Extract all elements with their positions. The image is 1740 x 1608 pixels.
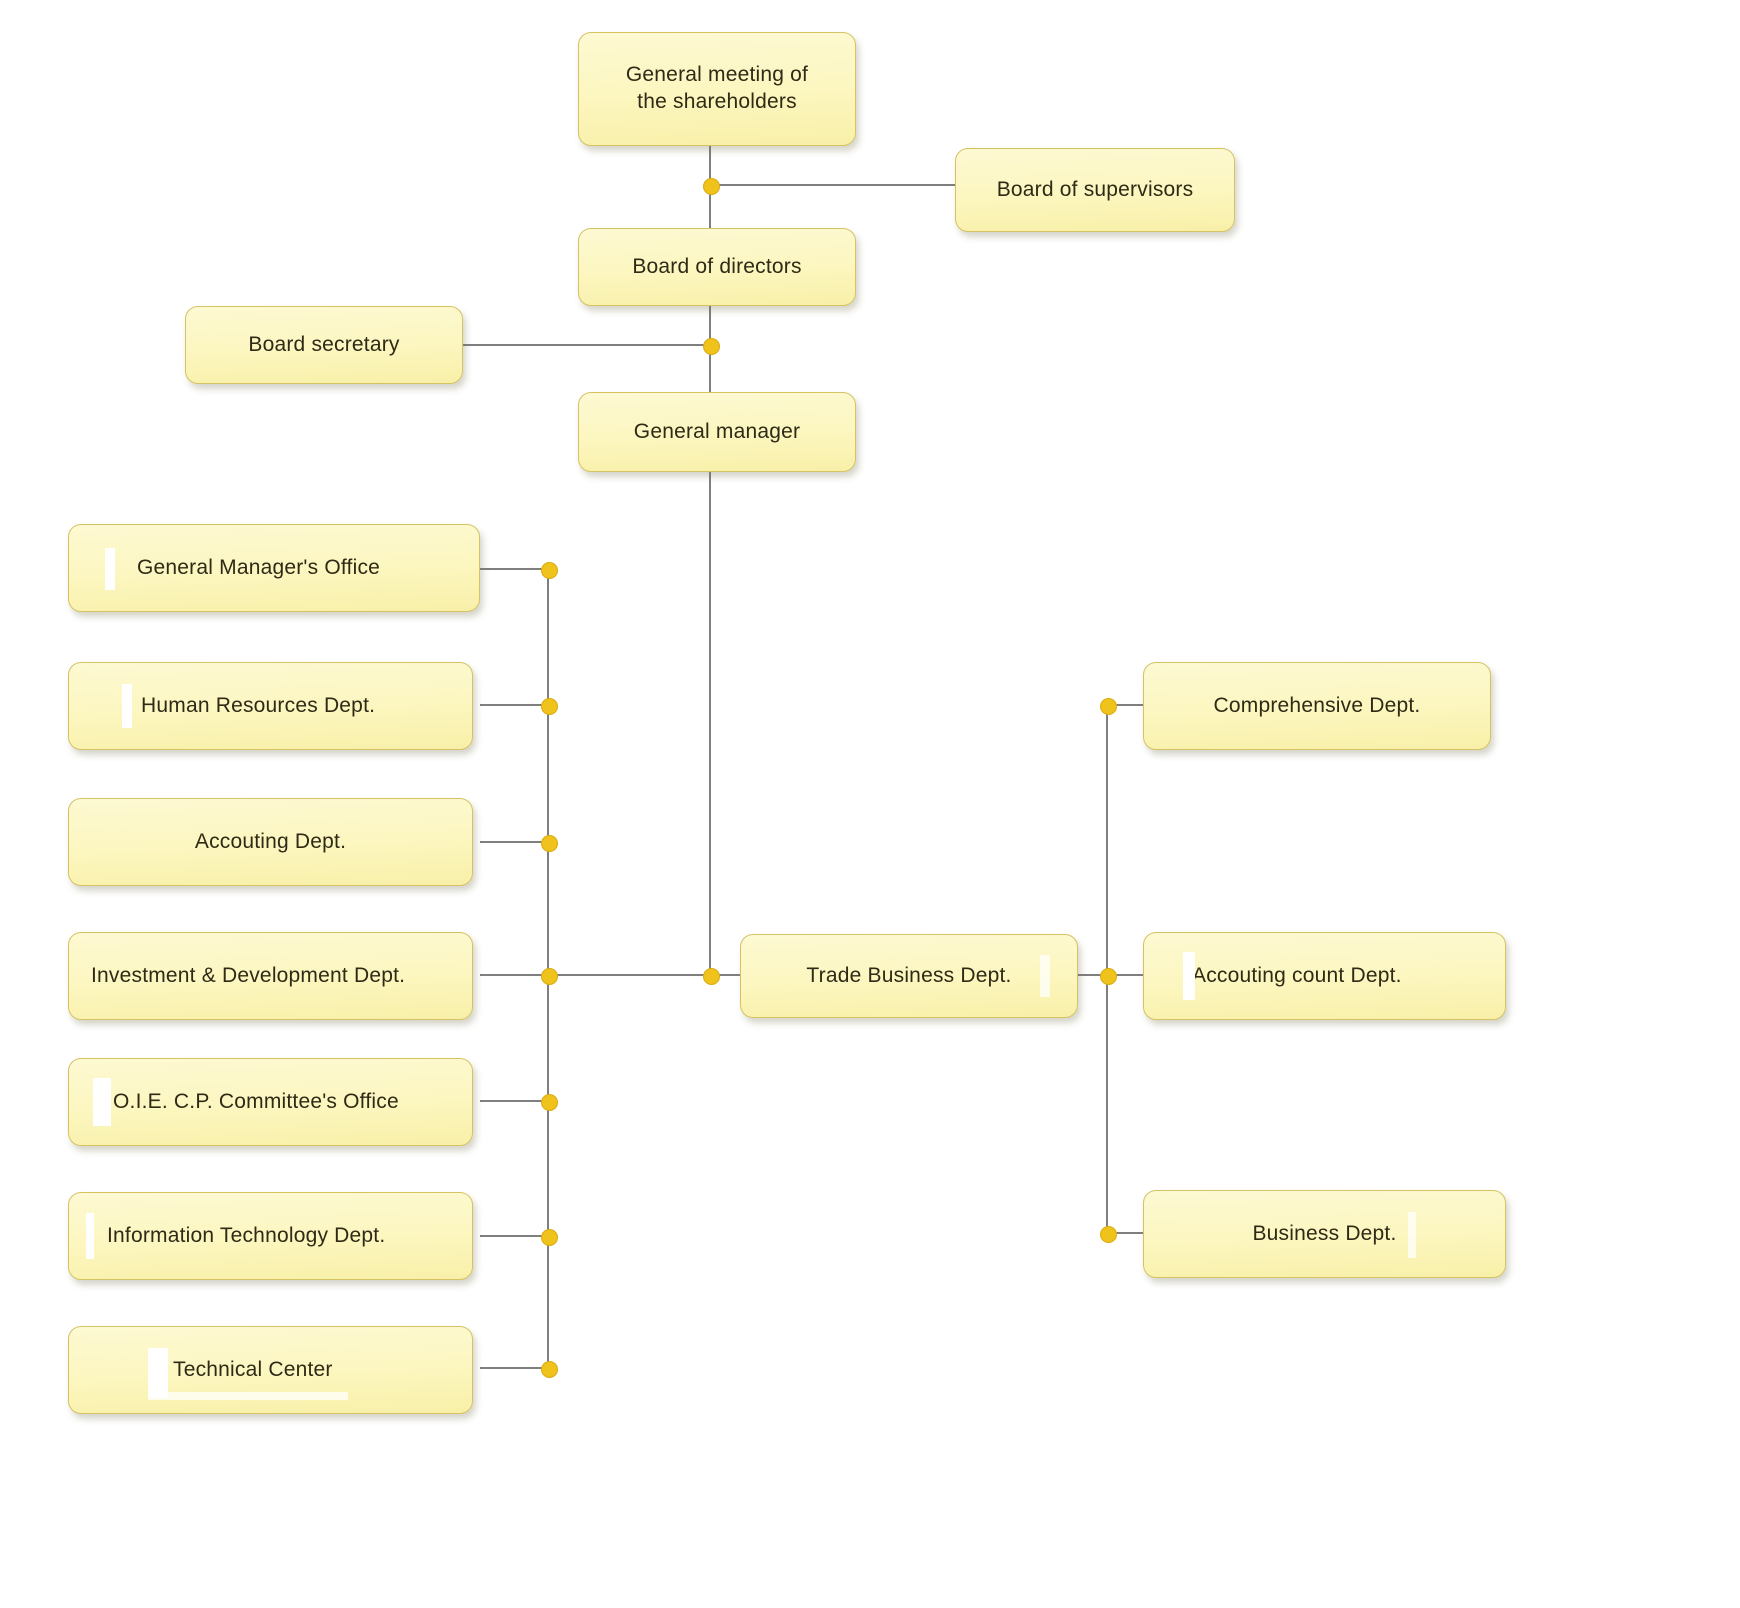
node-technical-center[interactable]: Technical Center (68, 1326, 473, 1414)
node-investment-development-dept[interactable]: Investment & Development Dept. (68, 932, 473, 1020)
junction-dot-left-4 (541, 968, 558, 985)
node-general-manager[interactable]: General manager (578, 392, 856, 472)
junction-dot-left-2 (541, 698, 558, 715)
node-business-dept[interactable]: Business Dept. (1143, 1190, 1506, 1278)
node-label: Business Dept. (1252, 1221, 1397, 1245)
node-label: Accouting count Dept. (1192, 963, 1402, 987)
node-accouting-count-dept[interactable]: Accouting count Dept. (1143, 932, 1506, 1020)
junction-dot-main-branch (703, 968, 720, 985)
node-information-technology-dept[interactable]: Information Technology Dept. (68, 1192, 473, 1280)
junction-dot-left-6 (541, 1229, 558, 1246)
junction-dot-left-5 (541, 1094, 558, 1111)
junction-dot-supervisors (703, 178, 720, 195)
node-label: Human Resources Dept. (141, 693, 376, 717)
junction-dot-right-1 (1100, 698, 1117, 715)
junction-dot-left-7 (541, 1361, 558, 1378)
junction-dot-secretary (703, 338, 720, 355)
node-label: Board of directors (632, 254, 802, 278)
node-label: Technical Center (173, 1357, 333, 1381)
node-human-resources-dept[interactable]: Human Resources Dept. (68, 662, 473, 750)
node-shareholders-meeting[interactable]: General meeting of the shareholders (578, 32, 856, 146)
node-board-of-directors[interactable]: Board of directors (578, 228, 856, 306)
node-trade-business-dept[interactable]: Trade Business Dept. (740, 934, 1078, 1018)
node-label: General meeting of the shareholders (625, 63, 809, 113)
junction-dot-right-3 (1100, 1226, 1117, 1243)
junction-dot-left-3 (541, 835, 558, 852)
node-board-of-supervisors[interactable]: Board of supervisors (955, 148, 1235, 232)
node-accouting-dept[interactable]: Accouting Dept. (68, 798, 473, 886)
node-label: Comprehensive Dept. (1213, 693, 1421, 717)
node-label: Investment & Development Dept. (91, 963, 406, 987)
node-label: General manager (633, 419, 801, 443)
junction-dot-right-2 (1100, 968, 1117, 985)
node-general-managers-office[interactable]: General Manager's Office (68, 524, 480, 612)
node-label: O.I.E. C.P. Committee's Office (113, 1089, 399, 1113)
node-label: Trade Business Dept. (806, 963, 1012, 987)
node-label: Information Technology Dept. (107, 1223, 386, 1247)
node-board-secretary[interactable]: Board secretary (185, 306, 463, 384)
node-label: Accouting Dept. (194, 829, 347, 853)
node-oie-cp-committees-office[interactable]: O.I.E. C.P. Committee's Office (68, 1058, 473, 1146)
junction-dot-left-1 (541, 562, 558, 579)
node-comprehensive-dept[interactable]: Comprehensive Dept. (1143, 662, 1491, 750)
node-label: Board secretary (248, 332, 400, 356)
node-label: General Manager's Office (137, 555, 381, 579)
node-label: Board of supervisors (996, 177, 1194, 201)
